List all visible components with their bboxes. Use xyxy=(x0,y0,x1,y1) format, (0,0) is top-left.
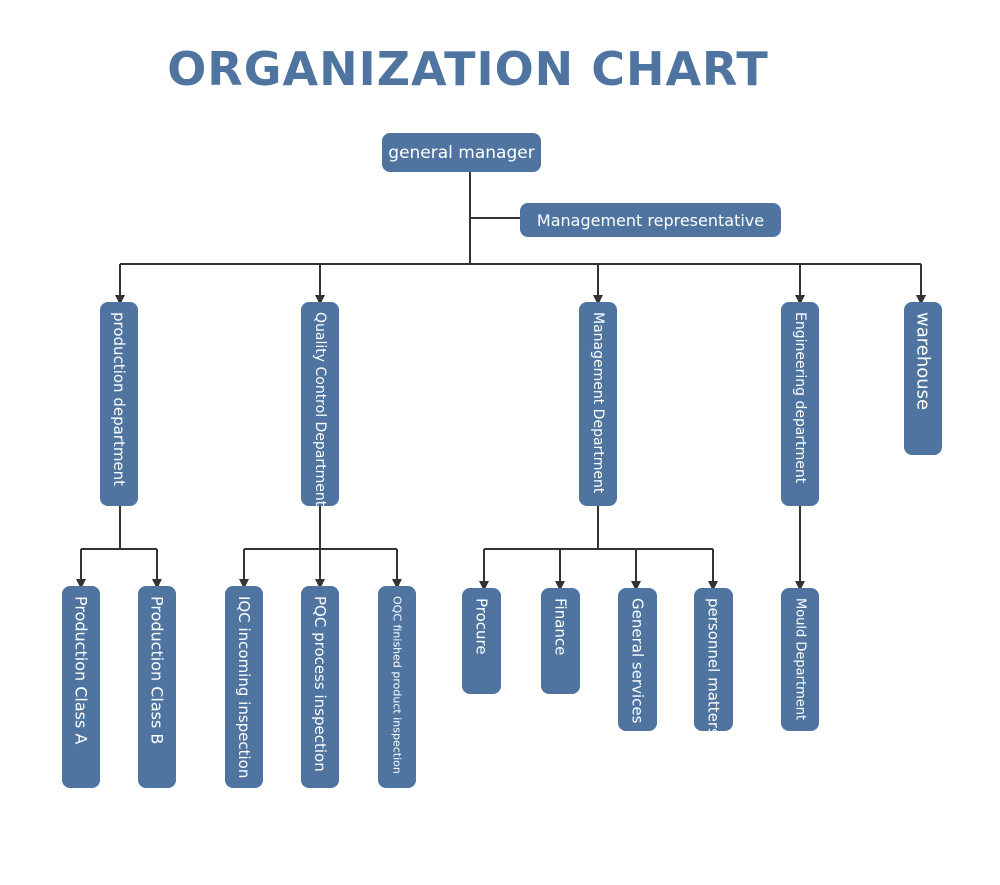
node-label: Mould Department xyxy=(792,598,808,721)
node-warehouse: warehouse xyxy=(904,302,942,455)
node-personnel-matters: personnel matters xyxy=(694,588,733,731)
node-label: IQC incoming inspection xyxy=(235,596,253,779)
node-production-department: production department xyxy=(100,302,138,506)
node-label: general manager xyxy=(388,142,535,163)
node-label: Engineering department xyxy=(792,312,808,484)
node-management-department: Management Department xyxy=(579,302,617,506)
node-iqc-incoming-inspection: IQC incoming inspection xyxy=(225,586,263,788)
node-label: personnel matters xyxy=(704,598,723,731)
node-label: PQC process inspection xyxy=(311,596,329,772)
node-quality-control-department: Quality Control Department xyxy=(301,302,339,506)
chart-title: ORGANIZATION CHART xyxy=(167,42,769,96)
node-label: Management representative xyxy=(536,210,765,230)
node-production-class-a: Production Class A xyxy=(62,586,100,788)
node-engineering-department: Engineering department xyxy=(781,302,819,506)
node-oqc-finished-product-inspection: OQC finished product inspection xyxy=(378,586,416,788)
node-label: warehouse xyxy=(912,312,934,411)
node-pqc-process-inspection: PQC process inspection xyxy=(301,586,339,788)
node-general-manager: general manager xyxy=(382,133,541,172)
node-label: Production Class A xyxy=(71,596,91,745)
node-label: OQC finished product inspection xyxy=(390,596,404,774)
node-label: Finance xyxy=(551,598,570,656)
node-general-services: General services xyxy=(618,588,657,731)
node-label: Production Class B xyxy=(147,596,167,745)
node-label: Procure xyxy=(472,598,491,655)
node-label: production department xyxy=(110,312,128,487)
node-label: General services xyxy=(628,598,647,724)
node-management-representative: Management representative xyxy=(520,203,781,237)
node-procure: Procure xyxy=(462,588,501,694)
node-mould-department: Mould Department xyxy=(781,588,819,731)
node-production-class-b: Production Class B xyxy=(138,586,176,788)
node-label: Quality Control Department xyxy=(312,312,328,506)
node-finance: Finance xyxy=(541,588,580,694)
node-label: Management Department xyxy=(590,312,606,494)
